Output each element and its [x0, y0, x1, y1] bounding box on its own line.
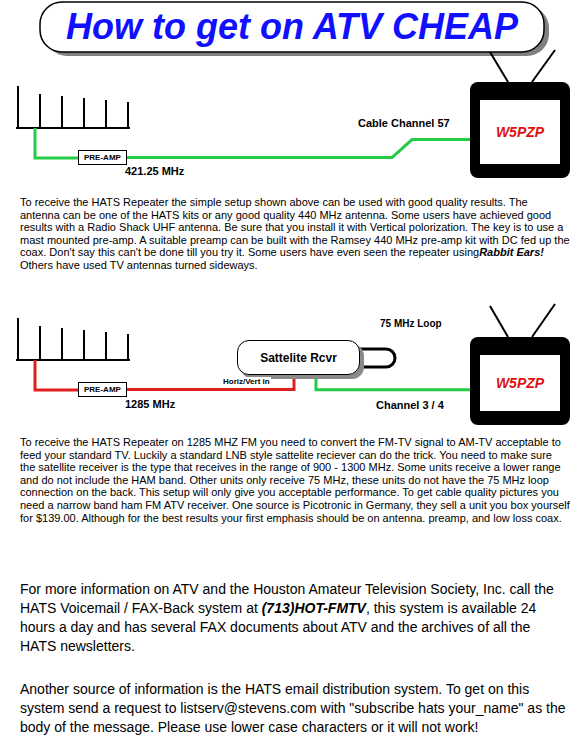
- preamp-box: PRE-AMP: [78, 150, 127, 165]
- page-title: How to get on ATV CHEAP: [40, 6, 544, 48]
- channel-label: Channel 3 / 4: [376, 399, 444, 411]
- paragraph: To receive the HATS Repeater the simple …: [20, 196, 570, 272]
- body-text: Others have used TV antennas turned side…: [20, 259, 258, 271]
- coax-cable: [127, 140, 470, 158]
- tv-set: W5PZP: [470, 82, 570, 178]
- channel-label: Cable Channel 57: [358, 117, 450, 129]
- box-label: Sattelite Rcvr: [260, 351, 337, 365]
- emphasis-text: Rabbit Ears!: [479, 246, 544, 258]
- signal-label: Horiz/Vert in: [222, 377, 271, 386]
- title-frame: [40, 2, 544, 52]
- receiver-box: Sattelite Rcvr: [237, 340, 360, 375]
- paragraph: To receive the HATS Repeater on 1285 MHZ…: [20, 436, 570, 524]
- paragraph: Another source of information is the HAT…: [20, 680, 570, 737]
- box-label: PRE-AMP: [84, 385, 121, 394]
- frequency-label: 421.25 MHz: [125, 165, 184, 177]
- yagi-antenna: [16, 318, 130, 360]
- loop-connector: [358, 349, 395, 367]
- box-label: PRE-AMP: [84, 153, 121, 162]
- emphasis-text: (713)HOT-FMTV: [262, 600, 366, 616]
- tv-set: W5PZP: [470, 337, 570, 425]
- coax-cable: [127, 375, 294, 390]
- frequency-label: 1285 MHz: [125, 398, 175, 410]
- body-text: Another source of information is the HAT…: [20, 681, 566, 735]
- feed-line: [35, 360, 78, 390]
- yagi-antenna: [16, 86, 130, 128]
- body-text: To receive the HATS Repeater on 1285 MHZ…: [20, 436, 570, 524]
- feed-line: [35, 128, 78, 158]
- preamp-box: PRE-AMP: [78, 382, 127, 397]
- screen-text: W5PZP: [480, 355, 560, 411]
- part-label: 75 MHz Loop: [380, 318, 442, 329]
- paragraph: For more information on ATV and the Hous…: [20, 580, 570, 656]
- coax-cable: [316, 375, 470, 390]
- screen-text: W5PZP: [480, 100, 560, 164]
